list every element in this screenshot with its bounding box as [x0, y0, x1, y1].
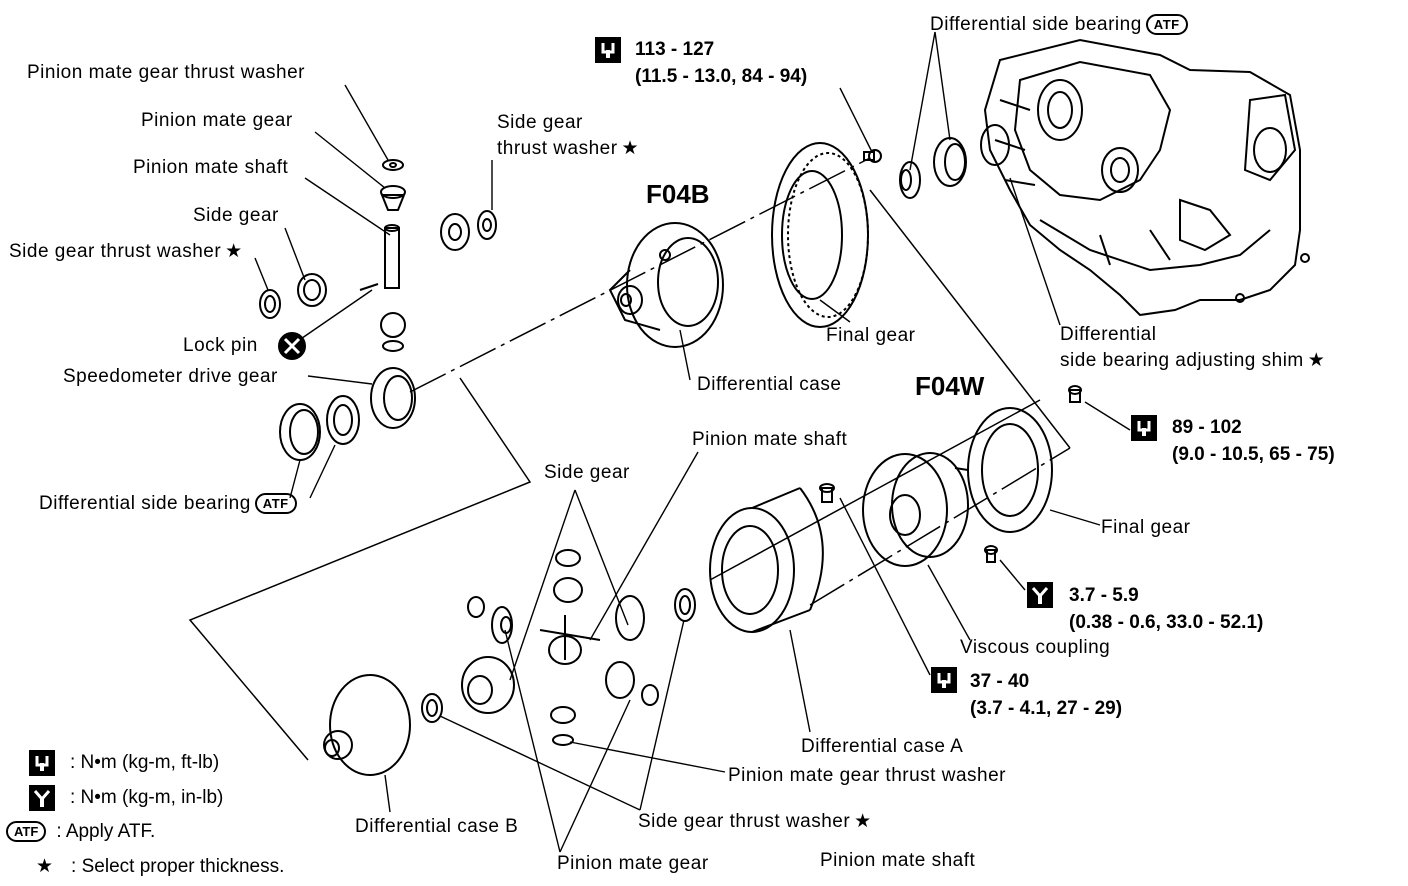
legend-nm-ftlb: : N•m (kg-m, ft-lb): [70, 752, 220, 773]
label-pinion-mate-shaft: Pinion mate shaft: [133, 157, 289, 178]
torque-value: 3.7 - 5.9: [1069, 585, 1139, 606]
star-icon: ★: [225, 241, 243, 262]
torque-value: 89 - 102: [1172, 417, 1242, 438]
star-icon: ★: [621, 138, 640, 159]
label-side-gear: Side gear: [193, 205, 279, 226]
star-icon: ★: [1307, 350, 1326, 371]
wrench-icon: [1131, 415, 1157, 441]
torque-value-alt: (11.5 - 13.0, 84 - 94): [635, 66, 808, 87]
label-differential-case-a: Differential case A: [801, 736, 964, 757]
label-shim-line-2: side bearing adjusting shim★: [1060, 350, 1325, 372]
label-side-gear-thrust-washer-bottom: Side gear thrust washer★: [638, 811, 872, 833]
torque-value: 37 - 40: [970, 671, 1030, 692]
label-pinion-mate-gear: Pinion mate gear: [141, 110, 293, 131]
label-side-gear-thrust-washer-center-2: thrust washer★: [497, 138, 639, 160]
label-pinion-mate-shaft-bottom: Pinion mate shaft: [820, 850, 976, 871]
wrench-icon: [595, 37, 621, 63]
f04b-internals: [259, 159, 497, 352]
legend-wrench-in-lb-icon: [29, 785, 55, 811]
legend-wrench-icon: [29, 750, 55, 776]
label-side-gear-thrust-washer: Side gear thrust washer★: [9, 241, 243, 263]
leader-lines: [254, 31, 1131, 853]
torque-value: 113 - 127: [635, 39, 715, 60]
label-text: thrust washer: [497, 138, 618, 159]
label-lock-pin: Lock pin: [183, 335, 258, 356]
wrench-in-lb-icon: [1027, 582, 1053, 608]
f04w-assembly: [709, 385, 1082, 633]
differential-case-f04b: [608, 222, 724, 348]
label-final-gear-top: Final gear: [826, 325, 916, 346]
center-lines: [188, 157, 1071, 761]
legend-nm-inlb: : N•m (kg-m, in-lb): [70, 787, 224, 808]
label-side-gear-mid: Side gear: [544, 462, 630, 483]
label-text: side bearing adjusting shim: [1060, 350, 1304, 371]
torque-spec-2: 89 - 102 (9.0 - 10.5, 65 - 75): [1172, 414, 1335, 468]
legend-star: ★ : Select proper thickness.: [36, 856, 284, 878]
label-differential-case: Differential case: [697, 374, 842, 395]
torque-value-alt: (9.0 - 10.5, 65 - 75): [1172, 444, 1335, 465]
model-f04w: F04W: [915, 371, 985, 401]
star-icon: ★: [36, 856, 54, 877]
legend-text: : Select proper thickness.: [71, 856, 285, 877]
torque-value-alt: (3.7 - 4.1, 27 - 29): [970, 698, 1123, 719]
transaxle-housing: [983, 38, 1310, 317]
label-final-gear-right: Final gear: [1101, 517, 1191, 538]
side-bearing-top: [863, 124, 1010, 199]
torque-spec-3: 3.7 - 5.9 (0.38 - 0.6, 33.0 - 52.1): [1069, 582, 1263, 636]
torque-spec-1: 113 - 127 (11.5 - 13.0, 84 - 94): [635, 36, 807, 90]
legend-atf: ATF : Apply ATF.: [6, 821, 155, 843]
atf-badge: ATF: [1145, 14, 1188, 36]
legend-text: : Apply ATF.: [56, 821, 156, 842]
f04w-internals: [323, 549, 696, 776]
left-bearing-assembly: [279, 367, 416, 461]
label-viscous-coupling: Viscous coupling: [960, 637, 1111, 658]
label-text: Differential side bearing: [930, 14, 1142, 35]
label-pinion-mate-gear-thrust-washer: Pinion mate gear thrust washer: [27, 62, 305, 83]
wrench-icon: [931, 667, 957, 693]
label-text: Side gear thrust washer: [638, 811, 851, 832]
label-text: Differential side bearing: [39, 493, 251, 514]
label-side-gear-thrust-washer-center: Side gear: [497, 112, 583, 133]
atf-badge: ATF: [254, 493, 297, 515]
lock-pin-symbol: [278, 332, 306, 360]
atf-badge: ATF: [6, 821, 47, 843]
final-gear-top: [771, 142, 869, 328]
label-text: Side gear thrust washer: [9, 241, 222, 262]
model-f04b: F04B: [646, 179, 710, 209]
label-differential-case-b: Differential case B: [355, 816, 519, 837]
torque-spec-4: 37 - 40 (3.7 - 4.1, 27 - 29): [970, 668, 1122, 722]
label-pinion-mate-gear-bottom: Pinion mate gear: [557, 853, 709, 874]
star-icon: ★: [854, 811, 872, 832]
label-speedometer-drive-gear: Speedometer drive gear: [63, 366, 278, 387]
label-pinion-mate-shaft-mid: Pinion mate shaft: [692, 429, 848, 450]
label-pinion-mate-gear-thrust-washer-bottom: Pinion mate gear thrust washer: [728, 765, 1006, 786]
label-shim-line-1: Differential: [1060, 324, 1157, 345]
torque-value-alt: (0.38 - 0.6, 33.0 - 52.1): [1069, 612, 1264, 633]
